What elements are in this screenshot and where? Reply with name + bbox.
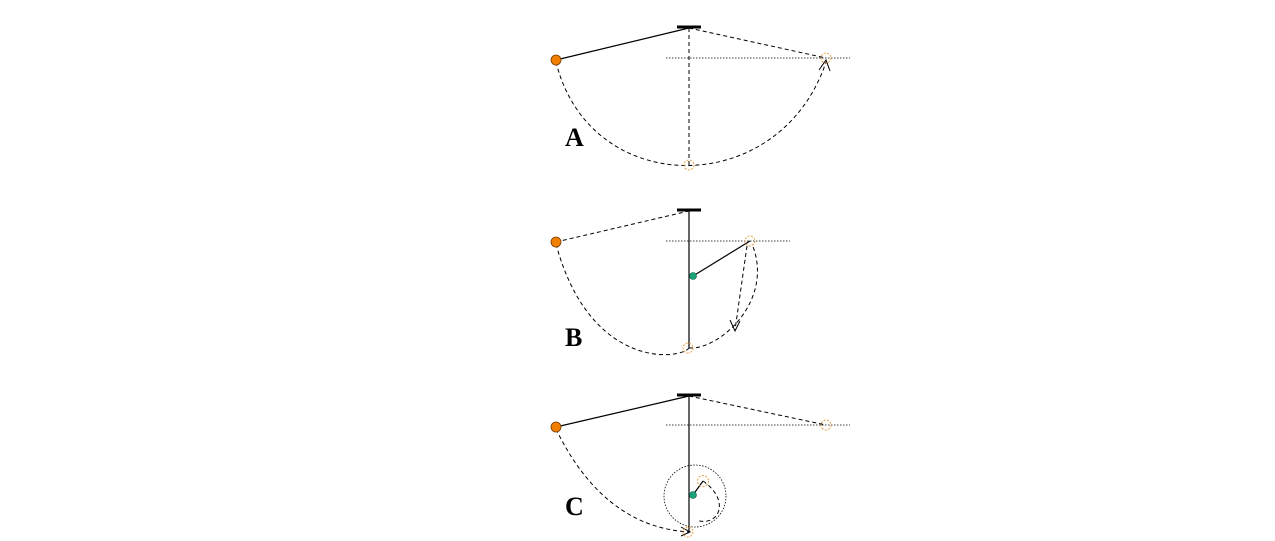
panel-b-bottom-ghost [682,342,694,354]
panel-a: A [550,25,850,171]
panel-b-swing-path [555,243,690,356]
panel-c-final-string [688,395,827,426]
panel-c-label: C [565,492,584,521]
panel-c-string [555,395,690,428]
panel-a-arrowhead [818,58,831,72]
panel-c: C [550,393,850,538]
panel-c-loop-circle [663,464,727,528]
panel-b-initial-string [555,210,690,243]
panel-c-bottom-ghost [682,526,694,538]
panel-b-short-string [692,240,751,277]
panel-a-swing-path [555,61,827,166]
panel-c-bob [550,421,562,433]
panel-a-string [555,27,690,61]
panel-a-label: A [565,123,584,152]
panel-c-loop-path [698,480,720,522]
panel-c-end-ghost [820,419,832,431]
panel-b: B [550,208,790,356]
panel-c-peg [689,491,697,499]
panel-c-loop-ghost [697,475,709,487]
panel-c-swing-path [555,428,690,533]
panel-b-bob [550,236,562,248]
panel-b-arrowhead [729,319,741,333]
panel-a-bottom-ghost [683,159,695,171]
panel-a-bob [550,54,562,66]
panel-b-label: B [565,323,582,352]
panel-b-top-ghost [744,235,756,247]
panel-b-drop-path [734,245,748,331]
panel-a-end-ghost [820,52,832,64]
panel-b-peg [689,272,697,280]
panel-a-final-string [688,27,827,59]
panel-b-rise-path [688,243,758,349]
